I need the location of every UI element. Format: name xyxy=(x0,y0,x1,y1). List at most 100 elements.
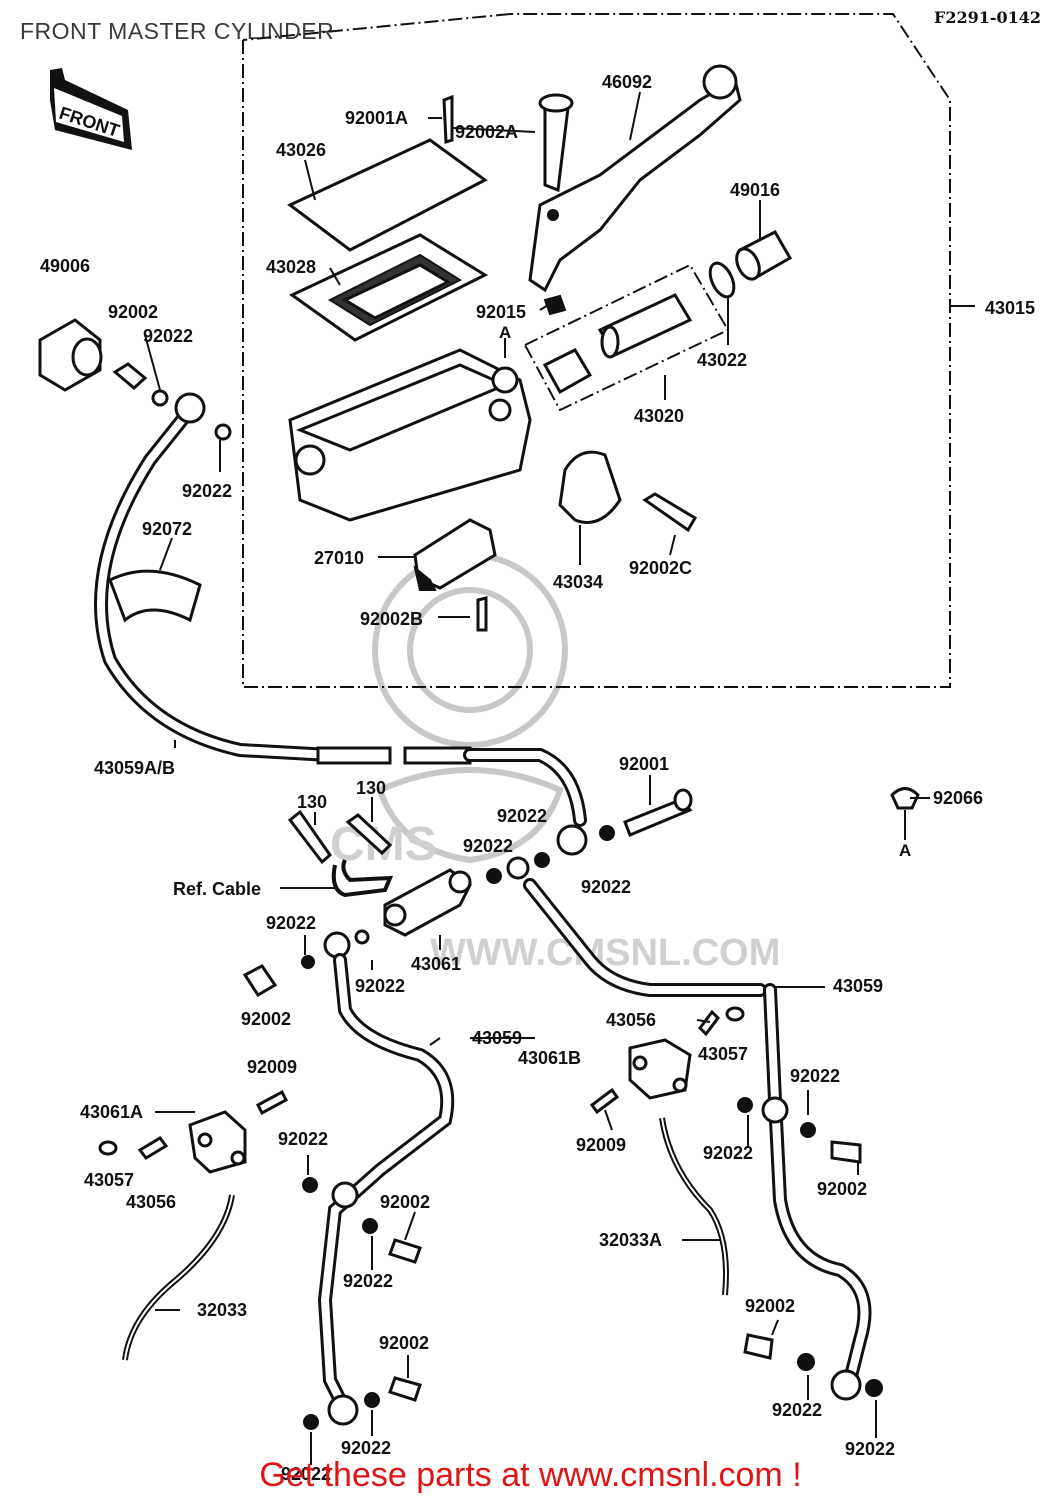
label-43061B: 43061B xyxy=(518,1048,581,1068)
leader-lines xyxy=(144,91,975,1465)
label-92002-top: 92002 xyxy=(108,302,158,322)
label-130a: 130 xyxy=(297,792,327,812)
bolt-92001 xyxy=(623,798,693,837)
label-mark-a2: A xyxy=(899,841,911,860)
bleed-valve-left xyxy=(137,1136,169,1160)
reservoir-cap xyxy=(287,138,488,252)
label-92022-r2: 92022 xyxy=(703,1143,753,1163)
label-92022-top: 92022 xyxy=(143,326,193,346)
brake-lever xyxy=(528,64,742,293)
label-32033A: 32033A xyxy=(599,1230,662,1250)
label-43061: 43061 xyxy=(411,954,461,974)
label-130b: 130 xyxy=(356,778,386,798)
label-43020: 43020 xyxy=(634,406,684,426)
label-43015: 43015 xyxy=(985,298,1035,318)
banjo-bolt-b2 xyxy=(388,1376,422,1402)
label-92009-m: 92009 xyxy=(576,1135,626,1155)
cap-screw xyxy=(442,94,454,145)
label-92022-b5: 92022 xyxy=(281,1464,331,1484)
brake-light-switch xyxy=(413,518,497,591)
banjo-bolt-top xyxy=(112,362,148,390)
label-43059AB: 43059A/B xyxy=(94,758,175,778)
label-49006: 49006 xyxy=(40,256,90,276)
washer-left xyxy=(214,423,232,441)
washer-top xyxy=(151,389,169,407)
label-49016: 49016 xyxy=(730,180,780,200)
dust-boot xyxy=(735,230,793,281)
label-43034: 43034 xyxy=(553,572,603,592)
label-43056-l: 43056 xyxy=(126,1192,176,1212)
label-92002-m: 92002 xyxy=(241,1009,291,1029)
bleed-cap-right xyxy=(725,1006,745,1022)
label-92022-b1: 92022 xyxy=(343,1271,393,1291)
label-ref-cable: Ref. Cable xyxy=(173,879,261,899)
switch-screw xyxy=(476,596,488,632)
label-46092: 46092 xyxy=(602,72,652,92)
label-92022-m3: 92022 xyxy=(581,877,631,897)
hose-joint-left xyxy=(188,1110,247,1174)
label-92015: 92015 xyxy=(476,302,526,322)
label-92022-b4: 92022 xyxy=(845,1439,895,1459)
banjo-cap xyxy=(38,318,103,392)
label-92066: 92066 xyxy=(933,788,983,808)
label-92022-m4: 92022 xyxy=(266,913,316,933)
ref-cable xyxy=(331,859,394,898)
hose-clamp xyxy=(108,569,202,623)
label-92022-l2: 92022 xyxy=(278,1129,328,1149)
banjo-bolt-b3 xyxy=(743,1333,774,1360)
label-92022-b3: 92022 xyxy=(341,1438,391,1458)
label-92002A: 92002A xyxy=(455,122,518,142)
boot-retainer xyxy=(543,294,567,316)
label-32033: 32033 xyxy=(197,1300,247,1320)
label-92022-left: 92022 xyxy=(182,481,232,501)
piston-assembly xyxy=(542,293,693,395)
washer-m xyxy=(486,868,502,884)
bolt-130b xyxy=(345,813,393,856)
label-43059-m: 43059 xyxy=(472,1028,522,1048)
label-92002C: 92002C xyxy=(629,558,692,578)
bleed-valve-right xyxy=(698,1009,720,1037)
label-43028: 43028 xyxy=(266,257,316,277)
clamp-bolt xyxy=(642,492,698,533)
label-92022-b2: 92022 xyxy=(772,1400,822,1420)
label-43061A: 43061A xyxy=(80,1102,143,1122)
pivot-bolt xyxy=(538,93,574,193)
label-92072: 92072 xyxy=(142,519,192,539)
bleed-plug xyxy=(890,787,920,810)
page-title: FRONT MASTER CYLINDER xyxy=(20,18,335,44)
label-43026: 43026 xyxy=(276,140,326,160)
label-27010: 27010 xyxy=(314,548,364,568)
assembly-boundary xyxy=(242,13,951,688)
banjo-bolt-mid xyxy=(242,964,278,998)
circlip xyxy=(708,261,736,299)
label-mark-a: A xyxy=(499,323,511,342)
bolt-92009-mid xyxy=(589,1087,620,1115)
banjo-bolt-b1 xyxy=(388,1238,422,1264)
footer-banner: Get these parts at www.cmsnl.com ! xyxy=(259,1456,802,1494)
label-92009-l: 92009 xyxy=(247,1057,297,1077)
hose-joint-right xyxy=(628,1038,692,1100)
label-43057-r: 43057 xyxy=(698,1044,748,1064)
master-cylinder-body xyxy=(288,348,532,522)
label-92022-m1: 92022 xyxy=(497,806,547,826)
label-43059-r: 43059 xyxy=(833,976,883,996)
label-43056-r: 43056 xyxy=(606,1010,656,1030)
label-43057-l: 43057 xyxy=(84,1170,134,1190)
diagram-code: F2291-0142 xyxy=(934,8,1042,27)
label-92002-r: 92002 xyxy=(817,1179,867,1199)
label-92001: 92001 xyxy=(619,754,669,774)
label-92022-m5: 92022 xyxy=(355,976,405,996)
banjo-bolt-r xyxy=(830,1140,862,1164)
label-92002-b3: 92002 xyxy=(379,1333,429,1353)
label-92022-m2: 92022 xyxy=(463,836,513,856)
front-direction-tag: FRONT xyxy=(50,68,132,150)
bolt-92009-left xyxy=(256,1089,288,1116)
label-92002B: 92002B xyxy=(360,609,423,629)
bolt-130a xyxy=(287,809,332,865)
bleed-cap-left xyxy=(98,1140,118,1156)
label-92002-b1: 92002 xyxy=(380,1192,430,1212)
brake-hose-joint xyxy=(383,868,472,937)
label-92022-r1: 92022 xyxy=(790,1066,840,1086)
banjo-mid xyxy=(323,931,351,959)
